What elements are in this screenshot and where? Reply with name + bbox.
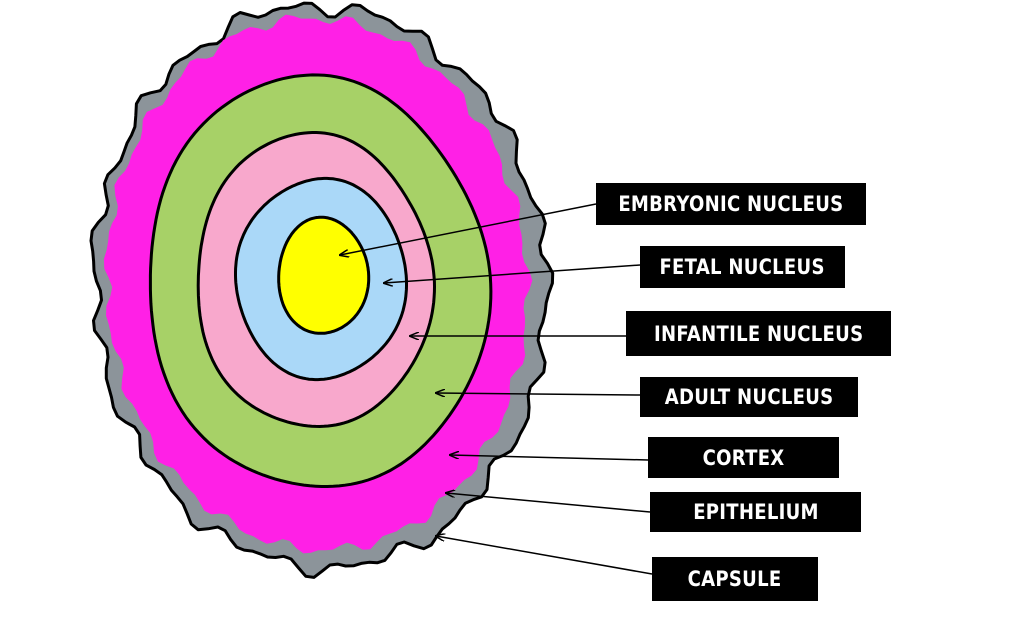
embryonic-nucleus-layer (277, 215, 371, 335)
embryonic-nucleus-label-text: EMBRYONIC NUCLEUS (618, 192, 844, 216)
cortex-label-text: CORTEX (702, 445, 785, 470)
leader-line-fetal (384, 264, 641, 283)
fetal-nucleus-label: FETAL NUCLEUS (640, 246, 845, 288)
leader-line-epithelium (446, 493, 651, 513)
leader-line-embryonic (340, 203, 597, 255)
infantile-nucleus-label-text: INFANTILE NUCLEUS (653, 321, 864, 346)
epithelium-label-text: EPITHELIUM (692, 500, 819, 524)
cortex-label: CORTEX (648, 437, 839, 478)
adult-nucleus-label-text: ADULT NUCLEUS (664, 385, 834, 409)
fetal-nucleus-label-text: FETAL NUCLEUS (659, 255, 826, 279)
leader-line-adult (436, 393, 641, 395)
adult-nucleus-label: ADULT NUCLEUS (640, 377, 858, 417)
epithelium-label: EPITHELIUM (650, 492, 861, 532)
capsule-label-text: CAPSULE (688, 567, 782, 591)
leader-line-cortex (450, 455, 649, 461)
embryonic-nucleus-label: EMBRYONIC NUCLEUS (596, 183, 866, 225)
capsule-label: CAPSULE (652, 557, 818, 601)
leader-line-capsule (436, 536, 653, 575)
infantile-nucleus-label: INFANTILE NUCLEUS (626, 311, 891, 356)
